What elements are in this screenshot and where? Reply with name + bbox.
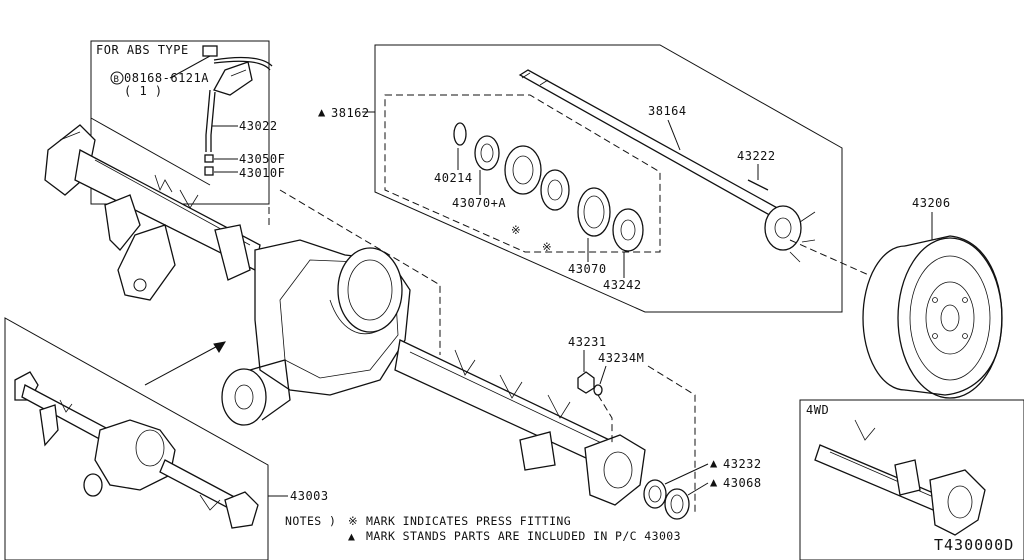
axle-assembly-inset (4, 317, 269, 560)
label-43070A: 43070+A (452, 196, 506, 210)
washer-icon (593, 384, 603, 396)
view-arrow-icon (144, 341, 226, 386)
label-43070: 43070 (568, 262, 607, 276)
gasket-icon (577, 187, 611, 237)
label-bolt-qty: ( 1 ) (124, 84, 163, 98)
abs-type-box: FOR ABS TYPE B 08168-6121A ( 1 ) 43022 4… (90, 40, 285, 205)
seal-icon (474, 135, 500, 171)
notes-block: NOTES ) ※ MARK INDICATES PRESS FITTING ▲… (285, 514, 681, 543)
fourwd-inset: 4WD (799, 399, 1024, 560)
press-mark-2: ※ (542, 240, 552, 254)
notes-triangle-mark: ▲ (348, 529, 355, 543)
label-43232-marker: ▲ (710, 456, 718, 470)
label-43003: 43003 (290, 489, 329, 503)
brake-drum-icon (862, 235, 1003, 399)
bolt-marker-icon (110, 71, 124, 85)
diagram-code: T430000D (934, 536, 1014, 554)
label-43231: 43231 (568, 335, 607, 349)
label-38162-marker: ▲ (318, 105, 326, 119)
notes-line-2: MARK STANDS PARTS ARE INCLUDED IN P/C 43… (366, 529, 681, 543)
fourwd-label: 4WD (806, 403, 829, 417)
notes-prefix: NOTES ) (285, 514, 336, 528)
axle-housing-icon (44, 124, 646, 506)
label-43206: 43206 (912, 196, 951, 210)
inner-bearing-icon (540, 169, 570, 211)
label-43232: 43232 (723, 457, 762, 471)
bearing-icon (504, 145, 542, 195)
notes-press-mark: ※ (348, 514, 358, 528)
label-43010F: 43010F (239, 166, 285, 180)
press-mark-1: ※ (511, 223, 521, 237)
retainer-plate-icon (612, 208, 644, 252)
retainer-ring-icon (453, 122, 467, 146)
label-40214: 40214 (434, 171, 473, 185)
label-43222: 43222 (737, 149, 776, 163)
label-43242: 43242 (603, 278, 642, 292)
label-43068: 43068 (723, 476, 762, 490)
label-43022: 43022 (239, 119, 278, 133)
notes-line-1: MARK INDICATES PRESS FITTING (366, 514, 571, 528)
abs-type-label: FOR ABS TYPE (96, 43, 189, 57)
shaft-assembly-box: ▲ 38162 38164 43222 40214 43 (318, 44, 843, 313)
nut-icon (577, 371, 595, 394)
label-43050F: 43050F (239, 152, 285, 166)
seal-43068-icon (664, 488, 690, 520)
seal-43232-icon (643, 479, 667, 509)
label-38164: 38164 (648, 104, 687, 118)
abs-sensor-icon (202, 45, 273, 176)
bolt-marker-letter: B (114, 75, 120, 85)
axle-shaft-icon (518, 69, 816, 263)
label-38162: 38162 (331, 106, 370, 120)
label-43234M: 43234M (598, 351, 644, 365)
label-08168-6121A: 08168-6121A (124, 71, 209, 85)
label-43068-marker: ▲ (710, 475, 718, 489)
